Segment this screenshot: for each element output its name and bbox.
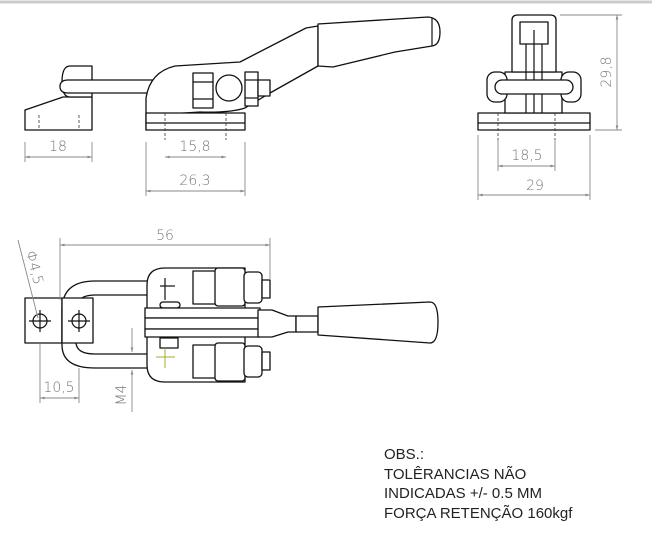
base-plate <box>145 112 246 131</box>
nut-bottom-1 <box>192 344 217 379</box>
notes-title: OBS.: <box>384 446 425 463</box>
dim-15-8: 15,8 <box>179 139 210 155</box>
ball-joint <box>215 74 243 102</box>
front-dimensions: 18,5 29 29,8 <box>477 14 622 200</box>
lock-nut <box>244 71 259 107</box>
handle-grip <box>317 16 441 68</box>
latch-block <box>24 297 63 344</box>
front-rod <box>494 79 574 95</box>
dim-56: 56 <box>156 228 174 244</box>
handle-link <box>257 309 297 338</box>
top-view <box>24 267 439 383</box>
nut-bottom-3 <box>243 345 263 378</box>
notes-block: OBS.: TOLÊRANCIAS NÃO INDICADAS +/- 0.5 … <box>384 445 572 523</box>
nut-bottom-2 <box>214 342 246 382</box>
side-view <box>24 16 441 140</box>
notes-holding-force: FORÇA RETENÇÃO 160kgf <box>384 504 573 522</box>
rod-end <box>257 79 271 97</box>
dim-29-8: 29,8 <box>599 56 615 87</box>
top-handle-grip <box>317 301 439 344</box>
dim-diameter-4-5: Φ4,5 <box>22 249 46 286</box>
nut-top-3 <box>243 271 263 304</box>
dim-18: 18 <box>49 139 67 155</box>
front-base <box>477 112 591 131</box>
dim-26-3: 26,3 <box>179 173 210 189</box>
dim-29: 29 <box>526 178 544 194</box>
plunger-top <box>144 307 261 319</box>
dim-18-5: 18,5 <box>511 148 542 164</box>
dim-m4: M4 <box>114 385 130 406</box>
dim-10-5: 10,5 <box>43 380 74 396</box>
plunger-mid <box>144 317 261 330</box>
front-view <box>477 14 591 140</box>
plunger-bottom <box>144 328 261 338</box>
hex-nut <box>192 72 214 109</box>
side-dimensions: 18 15,8 26,3 <box>24 139 246 196</box>
notes-tolerance-value: INDICADAS +/- 0.5 MM <box>384 485 542 502</box>
nut-top-1 <box>192 270 217 305</box>
nut-top-2 <box>214 267 246 307</box>
notes-tolerance: TOLÊRANCIAS NÃO <box>384 465 527 483</box>
latch-plate <box>24 96 93 131</box>
